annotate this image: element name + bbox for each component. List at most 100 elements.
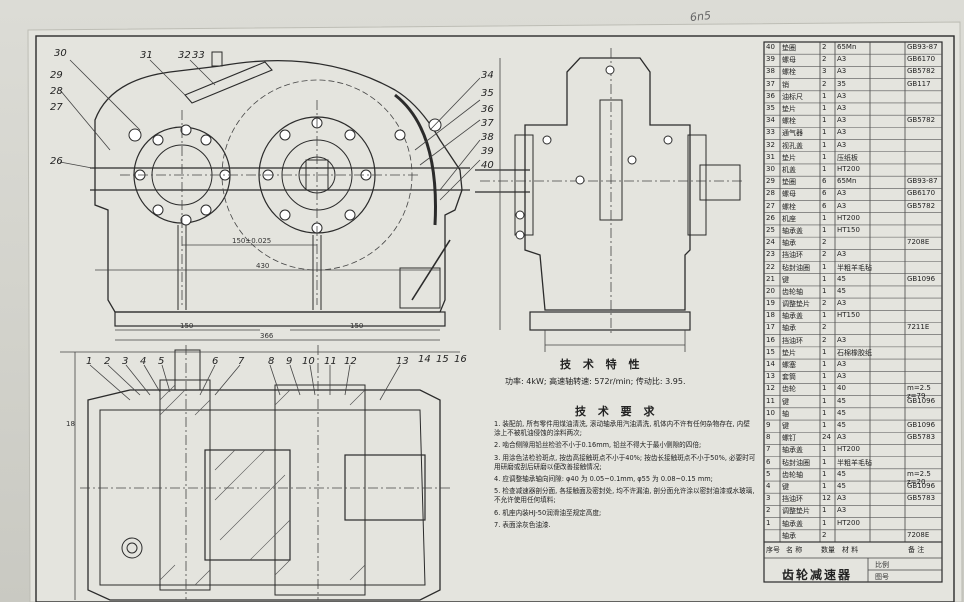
bom-name: 毡封油圈 bbox=[782, 263, 810, 272]
callout-7: 7 bbox=[238, 356, 245, 367]
bom-qty: 1 bbox=[822, 384, 827, 393]
bom-header-row: 序号 名 称 数量 材 料 备 注 bbox=[764, 545, 942, 555]
bom-qty: 1 bbox=[822, 225, 827, 234]
bom-qty: 1 bbox=[822, 482, 827, 491]
bom-material: A3 bbox=[837, 55, 847, 64]
bom-qty: 1 bbox=[822, 445, 827, 454]
bom-header-no: 序号 bbox=[766, 546, 780, 554]
requirement-item: 1. 装配前, 所有零件用煤油清洗, 滚动轴承用汽油清洗, 机体内不许有任何杂物… bbox=[494, 420, 750, 438]
bom-name: 螺钉 bbox=[782, 434, 796, 443]
bom-name: 毡封油圈 bbox=[782, 458, 810, 467]
bom-name: 螺母 bbox=[782, 190, 796, 199]
bom-qty: 3 bbox=[822, 67, 827, 76]
callout-36: 36 bbox=[481, 104, 494, 115]
bom-no: 17 bbox=[766, 323, 775, 332]
requirement-item: 5. 检查减速器剖分面, 各接触面及密封处, 均不许漏油, 剖分面允许涂以密封油… bbox=[494, 487, 755, 505]
tech-characteristics-title: 技 术 特 性 bbox=[560, 358, 644, 371]
bom-name: 键 bbox=[782, 275, 789, 284]
callout-33: 33 bbox=[192, 50, 205, 61]
bom-no: 39 bbox=[766, 55, 775, 64]
bom-qty: 1 bbox=[822, 421, 827, 430]
bom-name: 齿轮轴 bbox=[782, 287, 803, 296]
bom-material: 65Mn bbox=[837, 177, 857, 186]
bom-name: 机盖 bbox=[782, 165, 796, 174]
bom-no: 7 bbox=[766, 445, 771, 454]
bom-name: 键 bbox=[782, 483, 789, 492]
bom-material: HT200 bbox=[837, 213, 860, 222]
bom-no: 2 bbox=[766, 506, 771, 515]
bom-material: 石棉橡胶纸 bbox=[837, 348, 872, 357]
bom-material: 45 bbox=[837, 482, 846, 491]
callout-27: 27 bbox=[50, 102, 63, 113]
bom-name: 轴 bbox=[782, 409, 789, 418]
bom-qty: 24 bbox=[822, 433, 831, 442]
bom-row: 24 轴承 2 7208E bbox=[764, 238, 942, 248]
bom-note: GB6170 bbox=[907, 189, 936, 198]
bom-qty: 2 bbox=[822, 530, 827, 539]
requirement-item: 7. 表面涂灰色油漆. bbox=[494, 520, 551, 529]
bom-qty: 6 bbox=[822, 201, 827, 210]
bom-note: 7208E bbox=[907, 238, 930, 247]
bom-material: 压纸板 bbox=[837, 153, 858, 162]
bom-note: GB5783 bbox=[907, 494, 936, 503]
callout-6: 6 bbox=[212, 356, 219, 367]
bom-note: GB93-87 bbox=[907, 177, 938, 186]
bom-no: 38 bbox=[766, 67, 775, 76]
callout-5: 5 bbox=[158, 356, 165, 367]
bom-note: GB5783 bbox=[907, 433, 936, 442]
bom-no: 23 bbox=[766, 250, 775, 259]
top-view bbox=[60, 345, 460, 601]
bom-name: 轴承 bbox=[782, 239, 796, 248]
bom-material: 65Mn bbox=[837, 43, 857, 51]
bom-qty: 2 bbox=[822, 323, 827, 332]
bom-qty: 1 bbox=[822, 286, 827, 295]
bom-qty: 1 bbox=[822, 152, 827, 161]
tech-characteristics-text: 功率: 4kW; 高速轴转速: 572r/min; 传动比: 3.95. bbox=[505, 377, 686, 386]
bom-qty: 2 bbox=[822, 238, 827, 247]
callout-26: 26 bbox=[50, 156, 63, 167]
bom-name: 机座 bbox=[782, 214, 796, 223]
bom-no: 13 bbox=[766, 372, 775, 381]
bom-no: 36 bbox=[766, 91, 775, 100]
bom-qty: 1 bbox=[822, 164, 827, 173]
bom-qty: 1 bbox=[822, 469, 827, 478]
bom-no: 3 bbox=[766, 494, 771, 503]
bom-material: 35 bbox=[837, 79, 846, 88]
callout-12: 12 bbox=[344, 356, 357, 367]
bom-qty: 1 bbox=[822, 506, 827, 515]
bom-name: 轴承盖 bbox=[782, 312, 803, 321]
bom-material: A3 bbox=[837, 91, 847, 100]
bom-note: GB1096 bbox=[907, 396, 936, 405]
bom-material: 45 bbox=[837, 396, 846, 405]
tech-requirements-list: 1. 装配前, 所有零件用煤油清洗, 滚动轴承用汽油清洗, 机体内不许有任何杂物… bbox=[494, 420, 756, 533]
callout-31: 31 bbox=[140, 50, 153, 61]
bom-no: 11 bbox=[766, 396, 775, 405]
bom-qty: 2 bbox=[822, 250, 827, 259]
title-block-name: 齿轮减速器 bbox=[782, 568, 853, 582]
callout-2: 2 bbox=[104, 356, 111, 367]
bom-name: 通气器 bbox=[782, 129, 803, 138]
bom-name: 油标尺 bbox=[782, 92, 803, 101]
bom-note: GB1096 bbox=[907, 482, 936, 491]
bom-no: 16 bbox=[766, 335, 775, 344]
bom-material: A3 bbox=[837, 201, 847, 210]
bom-no: 24 bbox=[766, 238, 775, 247]
bom-no: 4 bbox=[766, 482, 771, 491]
bom-no: 34 bbox=[766, 116, 775, 125]
